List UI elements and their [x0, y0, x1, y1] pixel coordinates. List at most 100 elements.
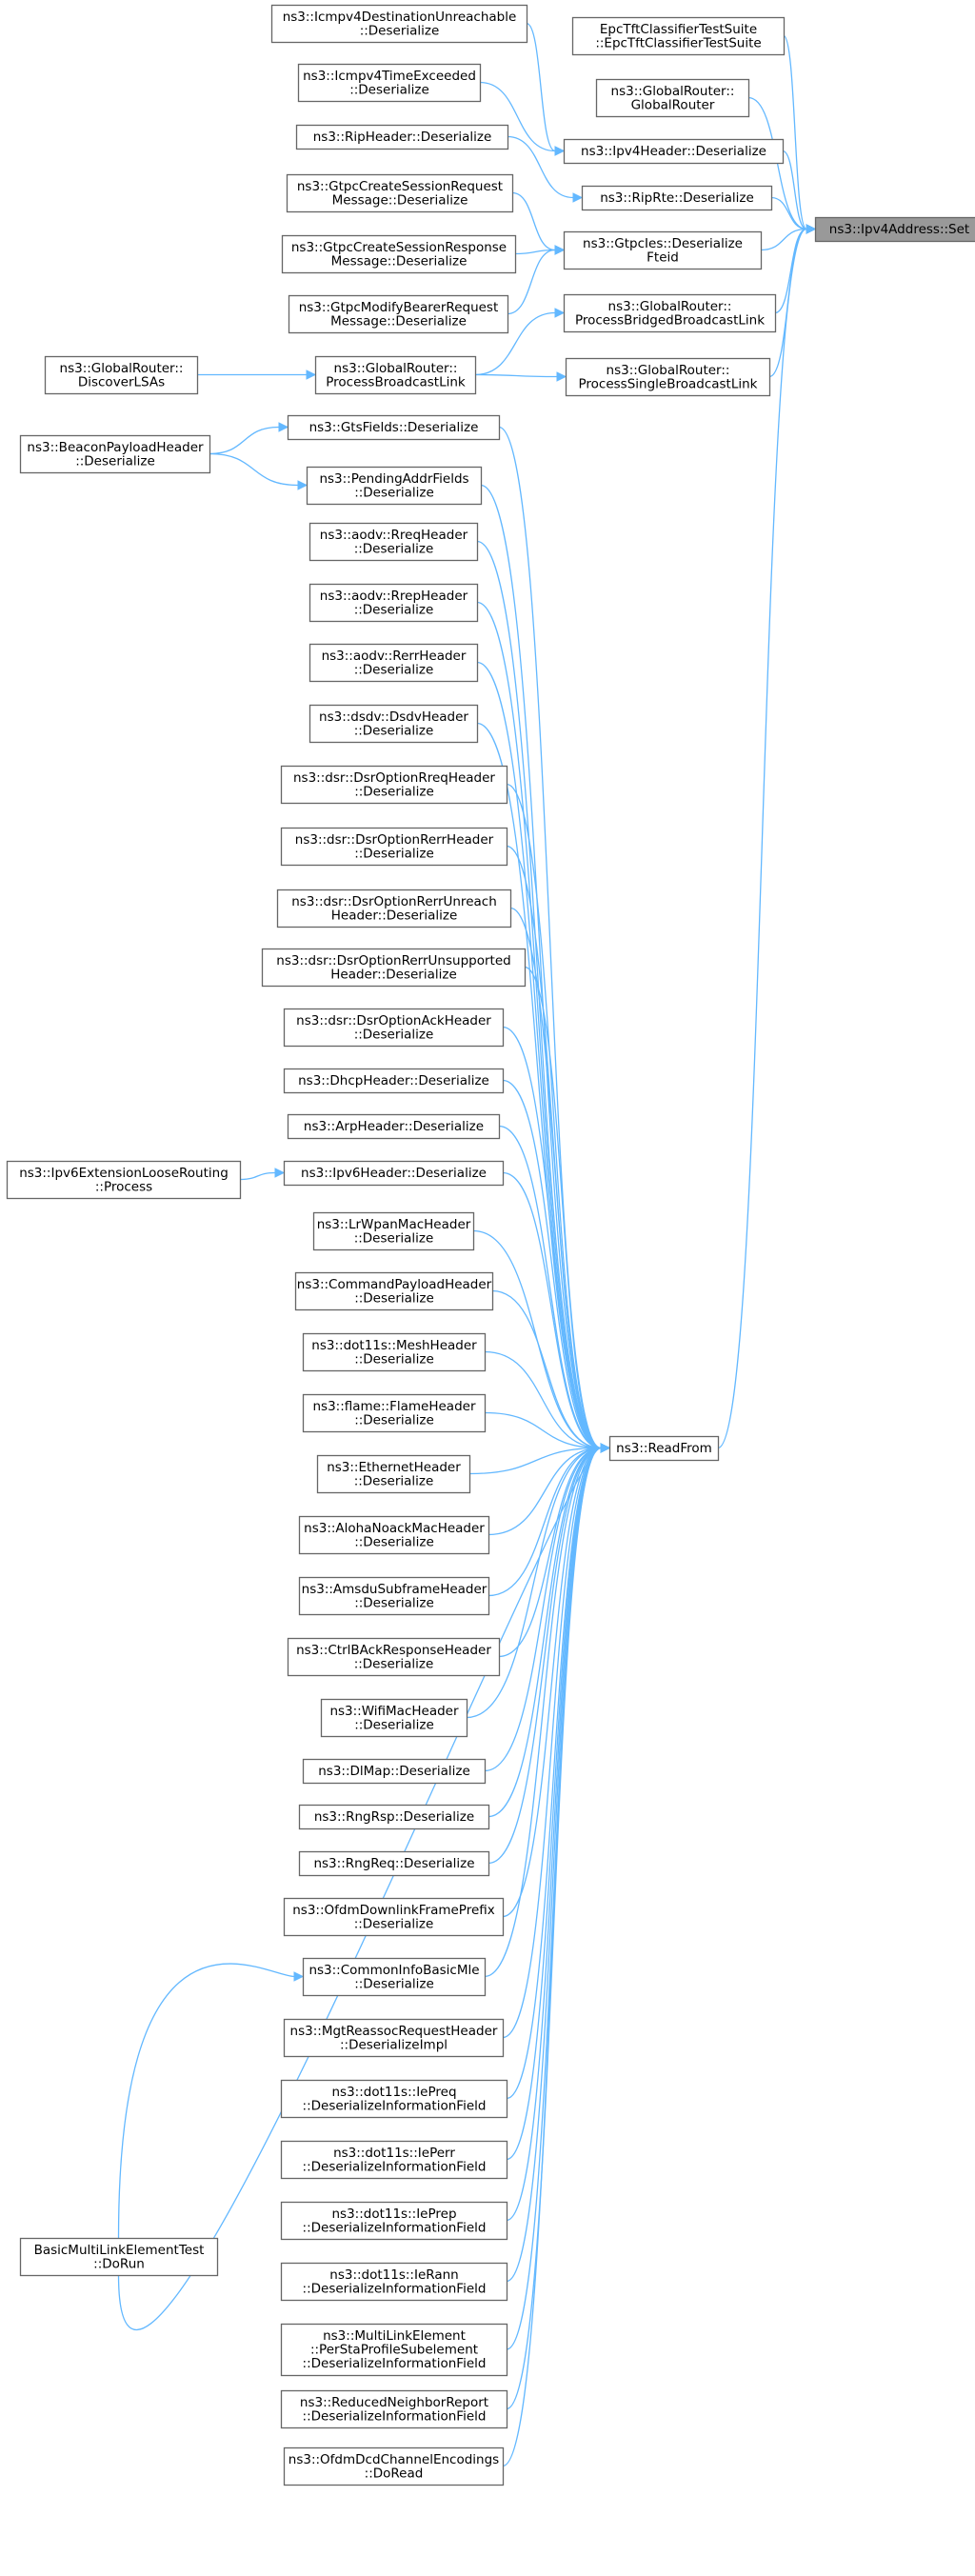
- node-c10[interactable]: ns3::dsr::DsrOptionAckHeader::Deserializ…: [283, 1008, 505, 1048]
- node-c23[interactable]: ns3::DlMap::Deserialize: [302, 1758, 487, 1785]
- arrowhead: [554, 308, 566, 318]
- arrowhead: [297, 480, 308, 490]
- node-epc[interactable]: EpcTftClassifierTestSuite::EpcTftClassif…: [571, 16, 786, 56]
- node-c09[interactable]: ns3::dsr::DsrOptionRerrUnsupportedHeader…: [261, 948, 527, 988]
- node-c25[interactable]: ns3::RngReq::Deserialize: [298, 1850, 490, 1877]
- edge-c35-to-readfrom: [502, 1447, 602, 2467]
- node-c33[interactable]: ns3::MultiLinkElement::PerStaProfileSube…: [280, 2323, 508, 2377]
- edge-c03-to-readfrom: [476, 601, 602, 1449]
- node-ipv6ext[interactable]: ns3::Ipv6ExtensionLooseRouting::Process: [6, 1160, 242, 1200]
- arrowhead: [274, 1168, 286, 1178]
- node-c21[interactable]: ns3::CtrlBAckResponseHeader::Deserialize: [287, 1637, 501, 1677]
- node-c13[interactable]: ns3::Ipv6Header::Deserialize: [283, 1160, 505, 1187]
- arrowhead: [554, 245, 566, 255]
- node-riprte[interactable]: ns3::RipRte::Deserialize: [581, 185, 773, 211]
- node-label: ::Deserialize: [354, 1230, 434, 1246]
- node-c11[interactable]: ns3::DhcpHeader::Deserialize: [283, 1068, 505, 1094]
- node-label: DiscoverLSAs: [78, 374, 165, 389]
- edge-ipv4hdr-to-set: [782, 150, 807, 230]
- node-box: [312, 1211, 475, 1251]
- node-label: ProcessBridgedBroadcastLink: [575, 312, 765, 328]
- node-label: ns3::dsr::DsrOptionRerrUnreach: [291, 894, 497, 909]
- edge-c09-to-readfrom: [524, 966, 602, 1449]
- node-c04[interactable]: ns3::aodv::RerrHeader::Deserialize: [308, 643, 479, 683]
- node-single[interactable]: ns3::GlobalRouter::ProcessSingleBroadcas…: [565, 357, 771, 397]
- node-riphdr[interactable]: ns3::RipHeader::Deserialize: [295, 124, 509, 150]
- node-c34[interactable]: ns3::ReducedNeighborReport::DeserializeI…: [280, 2389, 508, 2429]
- node-gtpc_create_req[interactable]: ns3::GtpcCreateSessionRequestMessage::De…: [286, 173, 514, 213]
- node-icmp_exceeded[interactable]: ns3::Icmpv4TimeExceeded::Deserialize: [297, 63, 482, 103]
- edge-gtpc_create_resp-to-gtpcies: [514, 249, 556, 255]
- node-icmp_unreach[interactable]: ns3::Icmpv4DestinationUnreachable::Deser…: [270, 4, 528, 44]
- node-bmle[interactable]: BasicMultiLinkElementTest::DoRun: [19, 2237, 219, 2277]
- node-label: ns3::dsr::DsrOptionRerrHeader: [295, 832, 494, 848]
- node-c16[interactable]: ns3::dot11s::MeshHeader::Deserialize: [302, 1332, 487, 1372]
- node-c12[interactable]: ns3::ArpHeader::Deserialize: [287, 1113, 501, 1140]
- node-label: ns3::ReducedNeighborReport: [300, 2395, 488, 2410]
- node-bridged[interactable]: ns3::GlobalRouter::ProcessBridgedBroadca…: [563, 293, 777, 333]
- node-label: ns3::GtpcCreateSessionResponse: [291, 240, 507, 255]
- edge-c06-to-readfrom: [506, 783, 602, 1449]
- node-set[interactable]: ns3::Ipv4Address::Set: [814, 216, 975, 243]
- node-box: [298, 1804, 490, 1830]
- node-label: ::DeserializeInformationField: [303, 2098, 487, 2113]
- edge-icmp_unreach-to-ipv4hdr: [526, 22, 556, 152]
- node-c18[interactable]: ns3::EthernetHeader::Deserialize: [316, 1454, 471, 1494]
- node-c17[interactable]: ns3::flame::FlameHeader::Deserialize: [302, 1393, 487, 1433]
- node-c00[interactable]: ns3::GtsFields::Deserialize: [287, 414, 501, 441]
- node-c29[interactable]: ns3::dot11s::IePreq::DeserializeInformat…: [280, 2079, 508, 2119]
- node-c24[interactable]: ns3::RngRsp::Deserialize: [298, 1804, 490, 1830]
- node-c26[interactable]: ns3::OfdmDownlinkFramePrefix::Deserializ…: [283, 1897, 505, 1937]
- node-c32[interactable]: ns3::dot11s::IeRann::DeserializeInformat…: [280, 2262, 508, 2302]
- node-c01[interactable]: ns3::PendingAddrFields::Deserialize: [306, 466, 483, 506]
- node-broadcast[interactable]: ns3::GlobalRouter::ProcessBroadcastLink: [314, 355, 477, 395]
- node-label: ::DeserializeInformationField: [303, 2220, 487, 2235]
- node-readfrom[interactable]: ns3::ReadFrom: [608, 1435, 720, 1462]
- node-box: [280, 2201, 508, 2241]
- node-label: ::DoRead: [365, 2466, 424, 2481]
- node-c14[interactable]: ns3::LrWpanMacHeader::Deserialize: [312, 1211, 475, 1251]
- node-c15[interactable]: ns3::CommandPayloadHeader::Deserialize: [294, 1271, 494, 1311]
- node-label: ns3::DhcpHeader::Deserialize: [298, 1073, 489, 1088]
- node-label: ns3::dsr::DsrOptionRerrUnsupported: [276, 953, 510, 968]
- node-label: ::Deserialize: [354, 1473, 434, 1488]
- node-c20[interactable]: ns3::AmsduSubframeHeader::Deserialize: [298, 1576, 490, 1616]
- node-discover[interactable]: ns3::GlobalRouter::DiscoverLSAs: [44, 355, 199, 395]
- edge-c25-to-readfrom: [488, 1447, 602, 1865]
- node-c35[interactable]: ns3::OfdmDcdChannelEncodings::DoRead: [283, 2446, 505, 2486]
- node-label: ::PerStaProfileSubelement: [310, 2342, 478, 2357]
- node-c19[interactable]: ns3::AlohaNoackMacHeader::Deserialize: [298, 1515, 490, 1555]
- node-gtpc_create_resp[interactable]: ns3::GtpcCreateSessionResponseMessage::D…: [281, 234, 517, 274]
- node-c05[interactable]: ns3::dsdv::DsdvHeader::Deserialize: [308, 704, 479, 744]
- node-c06[interactable]: ns3::dsr::DsrOptionRreqHeader::Deseriali…: [280, 765, 508, 805]
- node-beacon[interactable]: ns3::BeaconPayloadHeader::Deserialize: [19, 434, 211, 474]
- node-label: ::EpcTftClassifierTestSuite: [595, 35, 761, 50]
- node-c22[interactable]: ns3::WifiMacHeader::Deserialize: [320, 1698, 468, 1738]
- edge-c10-to-readfrom: [502, 1026, 602, 1449]
- node-label: ::Deserialize: [354, 602, 434, 617]
- node-c08[interactable]: ns3::dsr::DsrOptionRerrUnreachHeader::De…: [276, 889, 512, 929]
- node-c30[interactable]: ns3::dot11s::IePerr::DeserializeInformat…: [280, 2140, 508, 2180]
- node-label: ::Deserialize: [360, 23, 440, 38]
- node-label: ns3::GtpcCreateSessionRequest: [297, 179, 503, 194]
- node-c31[interactable]: ns3::dot11s::IePrep::DeserializeInformat…: [280, 2201, 508, 2241]
- node-c27[interactable]: ns3::CommonInfoBasicMle::Deserialize: [302, 1957, 487, 1997]
- node-label: ns3::CtrlBAckResponseHeader: [296, 1643, 491, 1658]
- node-c02[interactable]: ns3::aodv::RreqHeader::Deserialize: [308, 522, 479, 562]
- node-c28[interactable]: ns3::MgtReassocRequestHeader::Deserializ…: [283, 2018, 505, 2058]
- node-label: ns3::GlobalRouter::: [334, 361, 458, 376]
- node-c07[interactable]: ns3::dsr::DsrOptionRerrHeader::Deseriali…: [280, 827, 508, 867]
- node-label: ::Deserialize: [354, 1717, 434, 1732]
- node-box: [302, 1957, 487, 1997]
- node-label: ::Deserialize: [354, 1412, 434, 1428]
- node-box: [280, 2262, 508, 2302]
- node-box: [308, 522, 479, 562]
- node-gr_ctor[interactable]: ns3::GlobalRouter::GlobalRouter: [595, 78, 750, 118]
- node-c03[interactable]: ns3::aodv::RrepHeader::Deserialize: [308, 583, 479, 623]
- node-ipv4hdr[interactable]: ns3::Ipv4Header::Deserialize: [563, 138, 785, 165]
- node-box: [302, 1393, 487, 1433]
- node-label: ns3::Ipv4Header::Deserialize: [581, 144, 766, 159]
- node-label: ::Deserialize: [354, 1290, 434, 1306]
- node-gtpc_modify[interactable]: ns3::GtpcModifyBearerRequestMessage::Des…: [288, 294, 509, 334]
